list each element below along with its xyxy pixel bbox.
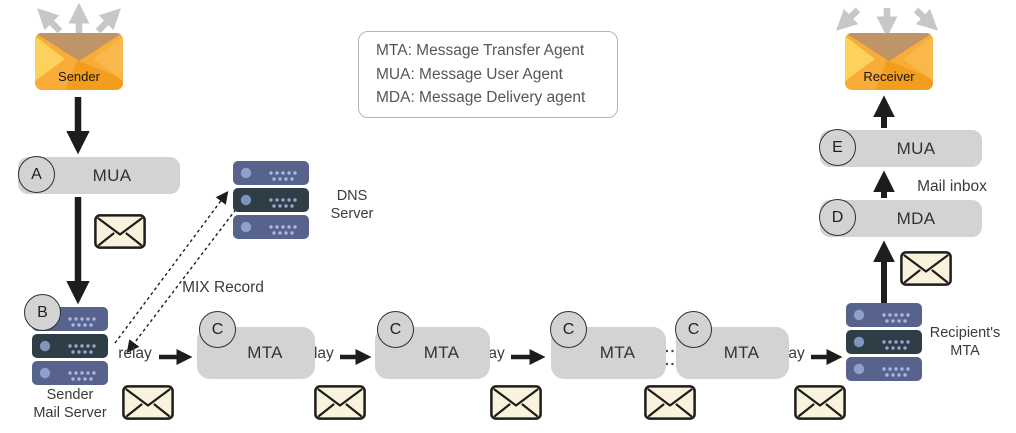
node-mua-a-label: MUA: [92, 165, 132, 185]
message-envelope-icon: [94, 214, 146, 249]
message-envelope-icon: [644, 385, 696, 420]
dns-server-label: DNS Server: [330, 188, 374, 222]
sender-envelope-icon: Sender: [35, 33, 123, 90]
badge-a: A: [18, 156, 55, 193]
message-envelope-icon: [490, 385, 542, 420]
relay-label-1: relay: [118, 345, 152, 362]
message-envelope-icon: [122, 385, 174, 420]
badge-c-4: C: [675, 311, 712, 348]
mail-inbox-label: Mail inbox: [917, 178, 987, 195]
receiver-envelope-icon: Receiver: [845, 33, 933, 90]
badge-d: D: [819, 199, 856, 236]
sender-label: Sender: [58, 69, 100, 84]
legend-line-mda: MDA: Message Delivery agent: [376, 89, 586, 106]
message-envelope-icon: [794, 385, 846, 420]
dns-server-icon: [233, 161, 309, 239]
legend-box: MTA: Message Transfer Agent MUA: Message…: [358, 31, 618, 118]
mix-record-label: MIX Record: [182, 279, 264, 296]
badge-c-3: C: [550, 311, 587, 348]
sender-mail-server-label: Sender Mail Server: [33, 387, 107, 421]
arrow-dns-query: [114, 190, 229, 344]
badge-c-2: C: [377, 311, 414, 348]
message-envelope-icon: [314, 385, 366, 420]
legend-line-mta: MTA: Message Transfer Agent: [376, 42, 585, 59]
badge-b: B: [24, 294, 61, 331]
receiver-label: Receiver: [863, 69, 915, 84]
recipient-mta-server-icon: [846, 303, 922, 381]
receiver-incoming-arrows-icon: [835, 7, 939, 38]
sender-broadcast-arrows-icon: [37, 2, 121, 34]
recipient-mta-label: Recipient's MTA: [929, 325, 1001, 359]
message-envelope-icon: [900, 251, 952, 286]
badge-e: E: [819, 129, 856, 166]
arrow-dns-response: [126, 199, 244, 354]
legend-line-mua: MUA: Message User Agent: [376, 65, 563, 83]
badge-c-1: C: [199, 311, 236, 348]
